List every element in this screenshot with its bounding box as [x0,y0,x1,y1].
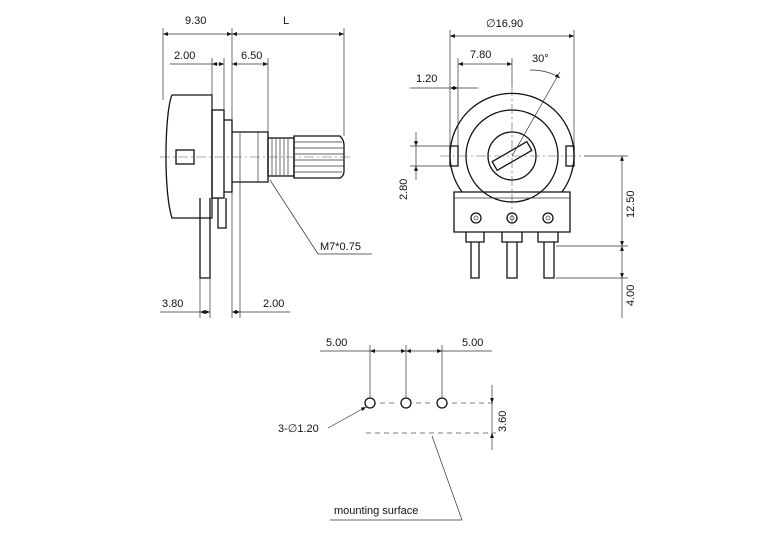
side-view [160,94,352,279]
pcb-hole-middle [400,397,412,409]
dim-4-00: 4.00 [625,285,637,306]
dim-L: L [283,15,289,27]
dim-7-80: 7.80 [470,49,491,61]
dim-1-20: 1.20 [416,73,437,85]
front-view-dimensions [410,30,628,318]
side-view-dimensions [160,28,372,318]
pcb-hole-right [436,397,448,409]
dim-pcb-holes: 3-∅1.20 [278,423,319,435]
dim-9-30: 9.30 [185,15,206,27]
pcb-hole-pattern [320,345,496,521]
dim-3-80: 3.80 [162,298,183,310]
pcb-hole-left [364,397,376,409]
dim-6-50: 6.50 [241,50,262,62]
dim-2-00-bottom: 2.00 [263,298,284,310]
dim-30-deg: 30° [532,53,549,65]
dim-pcb-5-00-left: 5.00 [326,337,347,349]
dim-pcb-3-60: 3.60 [497,411,509,432]
dim-dia-16-90: ∅16.90 [486,18,523,30]
dim-thread: M7*0.75 [320,241,361,253]
dim-2-80: 2.80 [398,179,410,200]
dim-2-00-top: 2.00 [174,50,195,62]
dim-12-50: 12.50 [625,190,637,218]
front-view [440,86,584,279]
mounting-surface-label: mounting surface [334,505,418,517]
dim-pcb-5-00-right: 5.00 [462,337,483,349]
